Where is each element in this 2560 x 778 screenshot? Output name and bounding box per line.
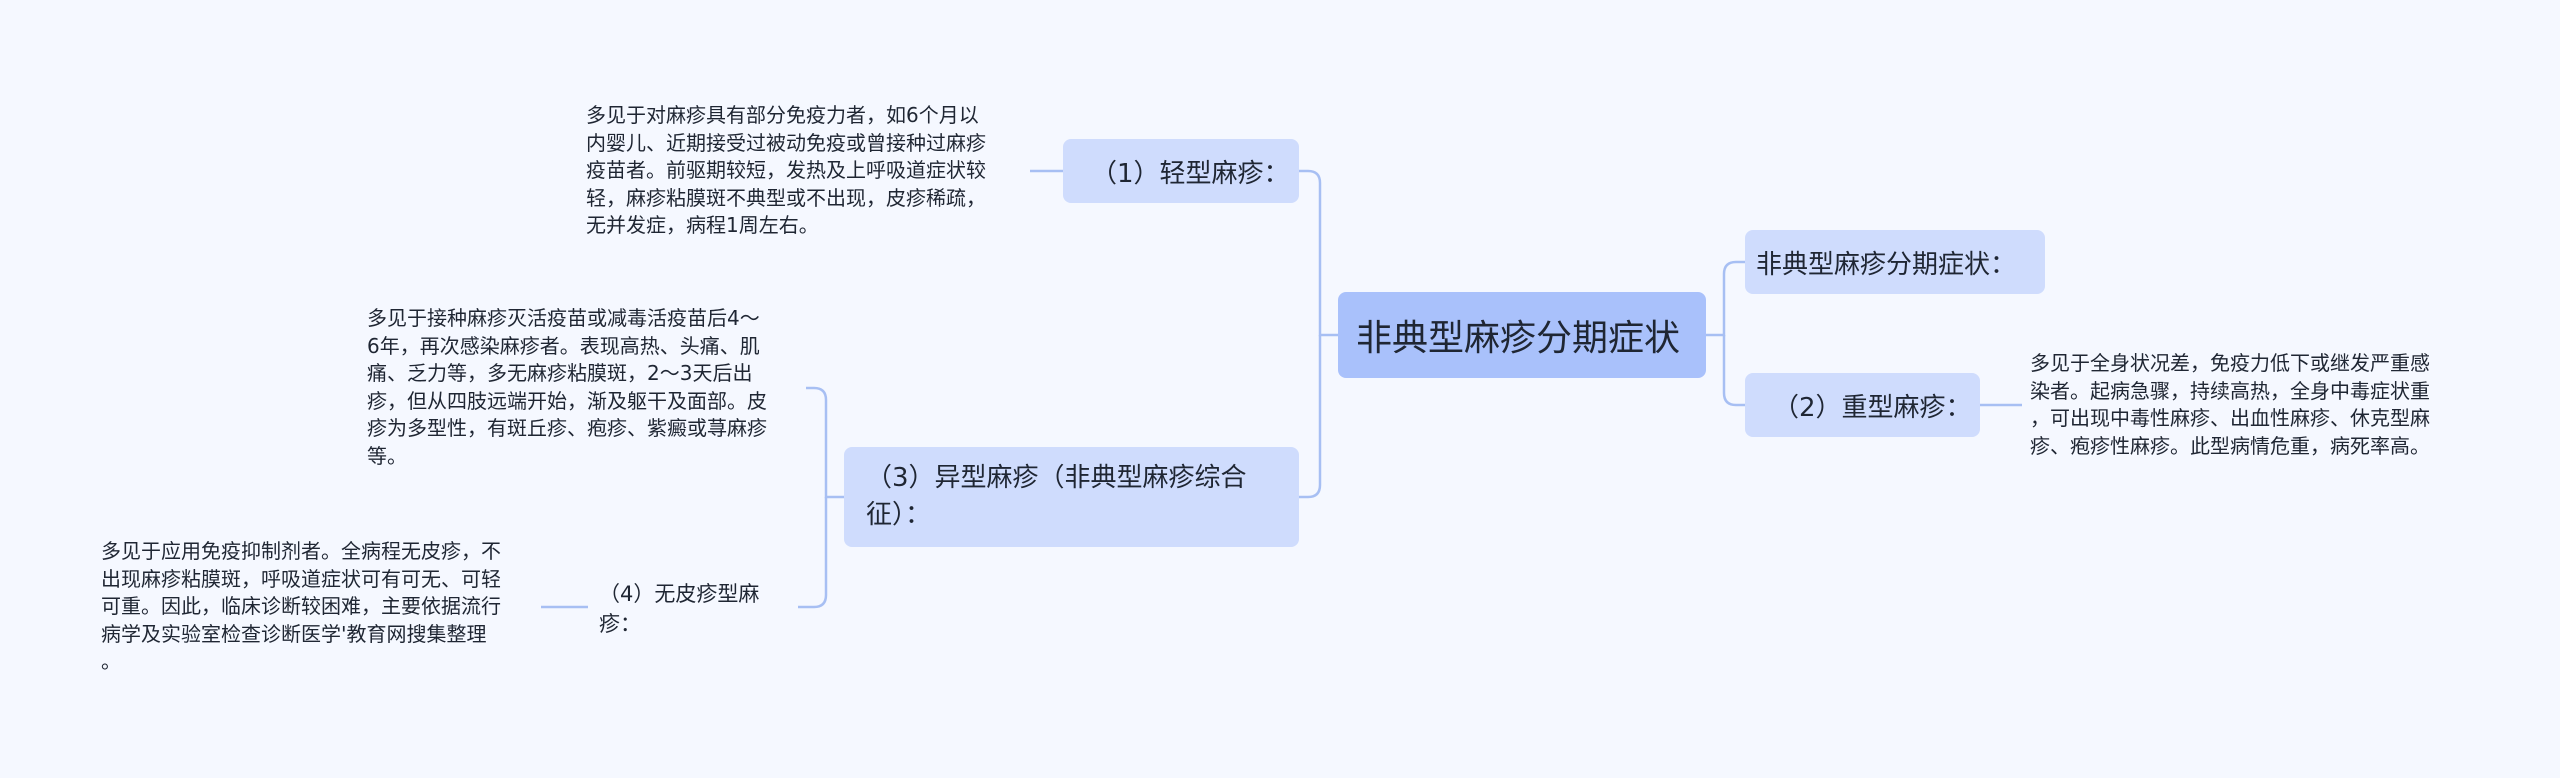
mild-measles-node[interactable]: （1）轻型麻疹：: [1063, 139, 1299, 203]
connector-root-mild: [1299, 169, 1338, 337]
mild-measles-label: （1）轻型麻疹：: [1091, 158, 1290, 189]
severe-measles-node[interactable]: （2）重型麻疹：: [1745, 373, 1980, 437]
severe-measles-description: 多见于全身状况差，免疫力低下或继发严重感 染者。起病急骤，持续高热，全身中毒症状…: [2030, 351, 2430, 458]
no-rash-measles-description: 多见于应用免疫抑制剂者。全病程无皮疹，不 出现麻疹粘膜斑，呼吸道症状可有可无、可…: [101, 539, 501, 673]
connector-root-stage: [1706, 260, 1745, 337]
atypical-stage-label: 非典型麻疹分期症状：: [1756, 249, 2017, 280]
connector-abnormal-norash: [798, 497, 828, 609]
no-rash-measles-node[interactable]: （4）无皮疹型麻疹：: [588, 582, 798, 636]
abnormal-measles-label: （3）异型麻疹（非典型麻疹综合征）：: [866, 463, 1247, 530]
mild-measles-description: 多见于对麻疹具有部分免疫力者，如6个月以 内婴儿、近期接受过被动免疫或曾接种过麻…: [586, 103, 986, 237]
atypical-stage-node[interactable]: 非典型麻疹分期症状：: [1745, 230, 2045, 294]
root-label: 非典型麻疹分期症状: [1356, 318, 1681, 359]
abnormal-measles-description: 多见于接种麻疹灭活疫苗或减毒活疫苗后4～ 6年，再次感染麻疹者。表现高热、头痛、…: [367, 306, 767, 468]
connector-abnormal-desc: [806, 386, 844, 499]
connector-root-abnormal: [1299, 335, 1322, 499]
severe-measles-label: （2）重型麻疹：: [1773, 392, 1972, 423]
connector-root-severe: [1722, 335, 1745, 407]
root-node[interactable]: 非典型麻疹分期症状: [1338, 292, 1706, 378]
no-rash-measles-label: （4）无皮疹型麻疹：: [599, 582, 760, 636]
abnormal-measles-node[interactable]: （3）异型麻疹（非典型麻疹综合征）：: [844, 447, 1299, 547]
